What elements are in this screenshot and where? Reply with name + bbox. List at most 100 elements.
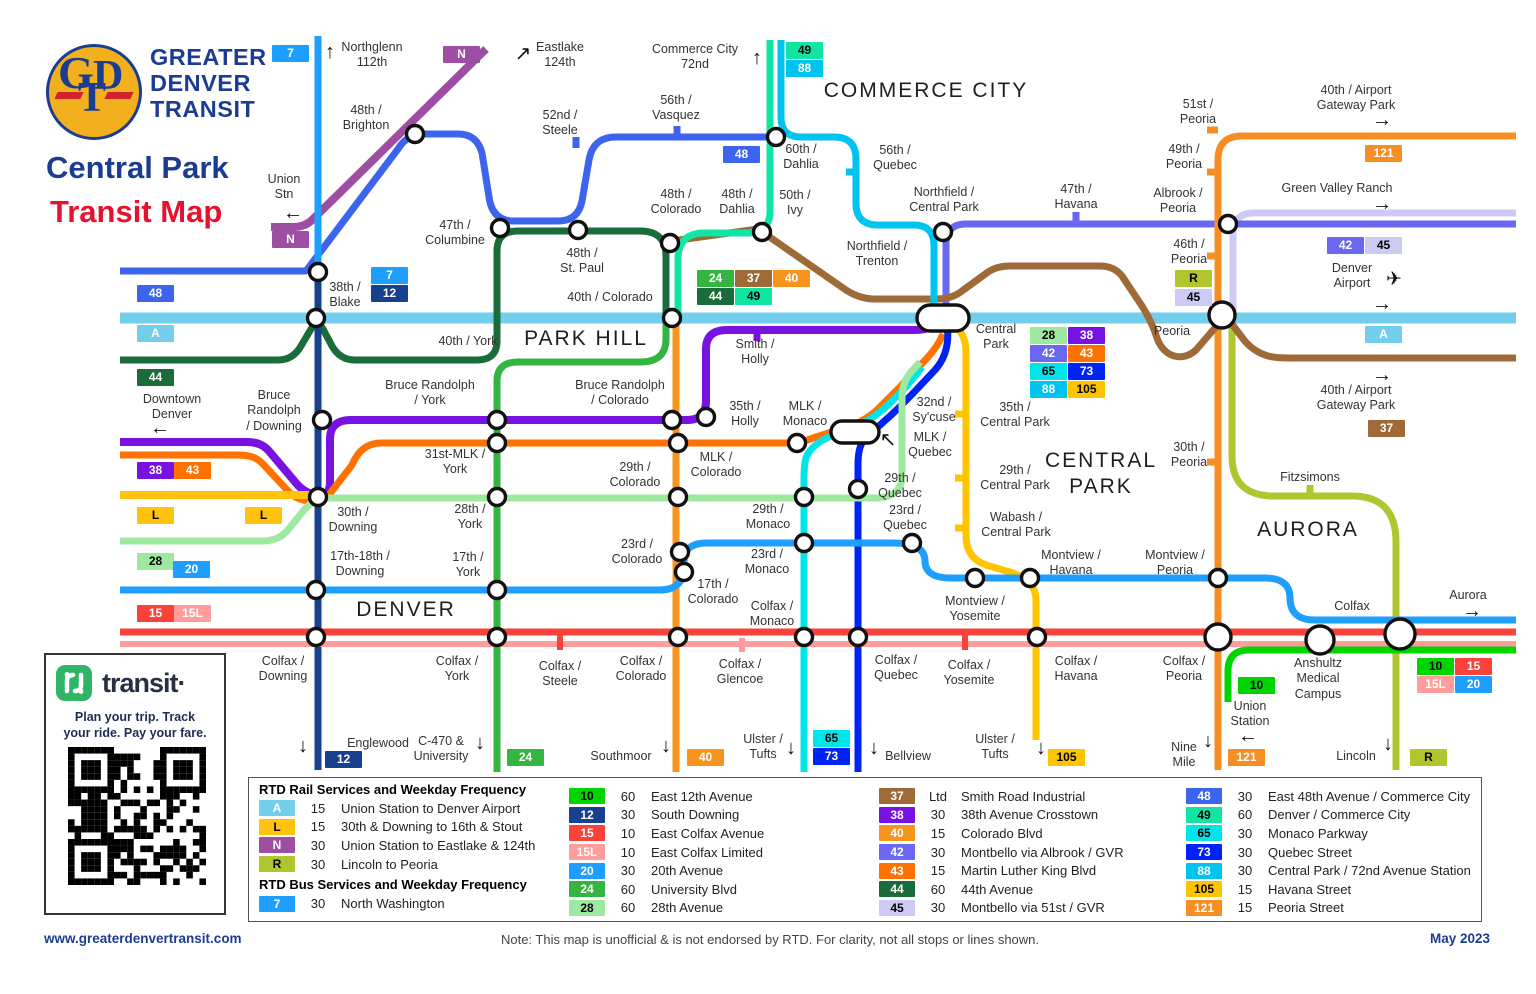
route-badge-28: 28 (1030, 327, 1067, 344)
legend-frequency: 30 (1237, 825, 1253, 841)
legend-route-name: East 12th Avenue (651, 788, 753, 804)
transit-app-icon (56, 665, 92, 701)
legend-frequency: 30 (1237, 788, 1253, 804)
route-badge-N: N (443, 46, 480, 63)
route-badge-R: R (1175, 270, 1212, 287)
legend-route-name: East Colfax Avenue (651, 825, 765, 841)
stop-ticks (557, 126, 1314, 652)
legend-frequency: 30 (930, 900, 946, 916)
legend-route-name: Peoria Street (1268, 900, 1344, 916)
route-badge-73: 73 (1068, 363, 1105, 380)
route-badge-40: 40 (687, 749, 724, 766)
legend-badge-N: N (259, 837, 295, 854)
route-badge-20: 20 (1455, 676, 1492, 693)
legend-badge-65: 65 (1186, 825, 1222, 842)
legend-frequency: Ltd (928, 788, 948, 804)
disclaimer-note: Note: This map is unofficial & is not en… (500, 932, 1040, 947)
legend-row-65: 65 30 Monaco Parkway (1186, 824, 1471, 843)
legend-rail-header: RTD Rail Services and Weekday Frequency (259, 782, 527, 797)
transit-tagline: Plan your trip. Track your ride. Pay you… (63, 710, 207, 740)
legend-frequency: 30 (1237, 863, 1253, 879)
route-badge-88: 88 (1030, 381, 1067, 398)
legend-route-name: East 48th Avenue / Commerce City (1268, 788, 1471, 804)
route-badge-15L: 15L (174, 605, 211, 622)
legend-box: RTD Rail Services and Weekday Frequency … (248, 777, 1482, 922)
legend-badge-40: 40 (879, 825, 915, 842)
legend-frequency: 10 (620, 844, 636, 860)
legend-frequency: 15 (310, 819, 326, 835)
legend-col-rail-bus: RTD Rail Services and Weekday Frequency … (259, 778, 535, 913)
legend-route-name: 38th Avenue Crosstown (961, 807, 1099, 823)
route-badge-48: 48 (137, 285, 174, 302)
route-badge-38: 38 (137, 462, 174, 479)
legend-route-name: Union Station to Denver Airport (341, 800, 521, 816)
legend-badge-44: 44 (879, 881, 915, 898)
gdt-logo: G D T (46, 44, 142, 140)
legend-frequency: 30 (1237, 844, 1253, 860)
route-badge-20: 20 (173, 561, 210, 578)
route-badge-44: 44 (137, 369, 174, 386)
route-badge-15: 15 (137, 605, 174, 622)
legend-route-name: Colorado Blvd (961, 825, 1043, 841)
route-badge-88: 88 (786, 60, 823, 77)
route-badge-42: 42 (1327, 237, 1364, 254)
route-badge-43: 43 (174, 462, 211, 479)
legend-badge-12: 12 (569, 806, 605, 823)
gdt-logo-letter-g: G (58, 47, 94, 98)
legend-frequency: 30 (310, 837, 326, 853)
legend-route-name: Monaco Parkway (1268, 825, 1368, 841)
route-badge-105: 105 (1048, 749, 1085, 766)
route-badge-40: 40 (773, 270, 810, 287)
route-badge-49: 49 (786, 42, 823, 59)
legend-frequency: 30 (930, 844, 946, 860)
legend-badge-10: 10 (569, 788, 605, 805)
route-badge-73: 73 (813, 748, 850, 765)
legend-badge-38: 38 (879, 806, 915, 823)
route-badge-L: L (137, 507, 174, 524)
map-subtitle: Transit Map (50, 194, 223, 229)
legend-route-name: Lincoln to Peoria (341, 856, 438, 872)
map-date: May 2023 (1429, 931, 1490, 946)
route-badge-44: 44 (697, 288, 734, 305)
route-badge-45: 45 (1365, 237, 1402, 254)
legend-frequency: 15 (930, 863, 946, 879)
route-badge-12: 12 (371, 285, 408, 302)
org-name: GREATER DENVER TRANSIT (150, 44, 267, 122)
route-badge-15: 15 (1455, 658, 1492, 675)
route-badge-24: 24 (697, 270, 734, 287)
station-markers (305, 123, 1417, 656)
route-badge-121: 121 (1228, 749, 1265, 766)
legend-frequency: 60 (1237, 807, 1253, 823)
legend-route-name: Union Station to Eastlake & 124th (341, 837, 536, 853)
gdt-logo-stripe (104, 92, 134, 99)
legend-frequency: 30 (310, 896, 326, 912)
legend-frequency: 15 (1237, 900, 1253, 916)
route-badge-65: 65 (813, 730, 850, 747)
legend-route-name: 20th Avenue (651, 863, 724, 879)
legend-badge-28: 28 (569, 899, 605, 916)
transit-wordmark: transit· (102, 667, 187, 698)
legend-badge-88: 88 (1186, 862, 1222, 879)
route-badge-43: 43 (1068, 345, 1105, 362)
